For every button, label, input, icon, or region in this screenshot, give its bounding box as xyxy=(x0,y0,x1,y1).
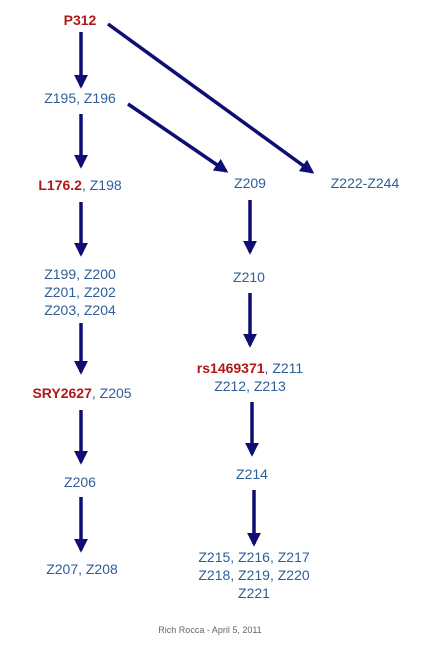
node-label: , Z211 xyxy=(264,360,304,376)
node-label: Z210 xyxy=(233,269,265,285)
node-label: Z199, Z200 xyxy=(44,266,116,282)
node-sry2627: SRY2627, Z205 xyxy=(32,384,131,402)
node-label: Z222-Z244 xyxy=(330,175,400,191)
node-z209: Z209 xyxy=(234,174,266,192)
arrow-z195-z209 xyxy=(127,102,229,173)
arrow-p312-z222 xyxy=(106,22,315,174)
node-rs1469371: rs1469371, Z211 Z212, Z213 xyxy=(197,359,303,395)
author-credit: Rich Rocca - April 5, 2011 xyxy=(158,625,262,635)
node-label: Z215, Z216, Z217 xyxy=(198,549,310,565)
node-z210: Z210 xyxy=(233,268,265,286)
node-z199-z204: Z199, Z200 Z201, Z202 Z203, Z204 xyxy=(44,265,116,319)
node-l176-2: L176.2, Z198 xyxy=(38,176,121,194)
marker-rs1469371: rs1469371 xyxy=(196,360,265,376)
node-label: Z218, Z219, Z220 xyxy=(198,567,310,583)
marker-l176-2: L176.2 xyxy=(38,177,82,193)
node-z222-z244: Z222-Z244 xyxy=(331,174,399,192)
node-label: Z201, Z202 xyxy=(44,284,116,300)
node-label: Z221 xyxy=(238,585,270,601)
marker-p312: P312 xyxy=(63,12,97,28)
node-label: Z195, Z196 xyxy=(44,90,116,106)
node-p312: P312 xyxy=(64,11,97,29)
node-z206: Z206 xyxy=(64,473,96,491)
node-z195-z196: Z195, Z196 xyxy=(44,89,116,107)
marker-sry2627: SRY2627 xyxy=(32,385,92,401)
node-label: Z209 xyxy=(234,175,266,191)
node-label: Z212, Z213 xyxy=(214,378,286,394)
node-label: Z206 xyxy=(64,474,96,490)
node-label: Z203, Z204 xyxy=(44,302,116,318)
node-z214: Z214 xyxy=(236,465,268,483)
node-z215-z221: Z215, Z216, Z217 Z218, Z219, Z220 Z221 xyxy=(198,548,309,602)
node-label: , Z205 xyxy=(91,385,132,401)
node-label: Z207, Z208 xyxy=(46,561,118,577)
node-z207-z208: Z207, Z208 xyxy=(46,560,118,578)
node-label: Z214 xyxy=(236,466,268,482)
node-label: , Z198 xyxy=(81,177,122,193)
